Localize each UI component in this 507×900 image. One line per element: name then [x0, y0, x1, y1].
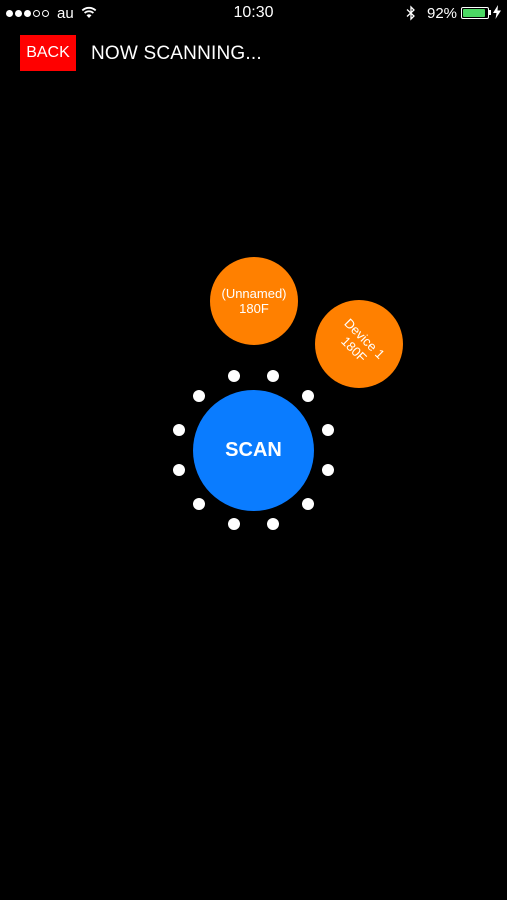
back-button[interactable]: BACK	[20, 35, 76, 71]
device-bubble-unnamed[interactable]: (Unnamed) 180F	[210, 257, 298, 345]
battery-level-fill	[463, 9, 486, 17]
carrier-label: au	[57, 5, 74, 22]
device-name: (Unnamed)	[221, 286, 287, 301]
scan-indicator-dot	[267, 518, 280, 531]
device-bubble-device-1[interactable]: Device 1 180F	[315, 300, 403, 388]
status-bar: au 10:30 92%	[0, 0, 507, 28]
signal-dots-icon	[6, 10, 49, 17]
scan-indicator-dot	[227, 518, 240, 531]
wifi-icon	[81, 6, 97, 18]
page-title: NOW SCANNING...	[91, 43, 262, 64]
battery-percent: 92%	[427, 5, 458, 22]
scan-indicator-dot	[321, 424, 334, 437]
scan-indicator-dot	[301, 498, 314, 511]
scan-indicator-dot	[267, 369, 280, 382]
battery-tip	[489, 10, 491, 15]
scan-indicator-dot	[173, 463, 186, 476]
bluetooth-icon	[406, 5, 415, 21]
scan-indicator-dot	[193, 498, 206, 511]
scan-indicator-dot	[321, 463, 334, 476]
battery-icon	[461, 7, 489, 19]
charging-bolt-icon	[493, 5, 501, 19]
scan-indicator-dot	[193, 389, 206, 402]
scan-indicator-dot	[173, 424, 186, 437]
scan-button[interactable]: SCAN	[193, 390, 314, 511]
scan-indicator-dot	[301, 389, 314, 402]
scan-indicator-dot	[227, 369, 240, 382]
device-service: 180F	[239, 301, 269, 316]
clock: 10:30	[233, 4, 274, 21]
